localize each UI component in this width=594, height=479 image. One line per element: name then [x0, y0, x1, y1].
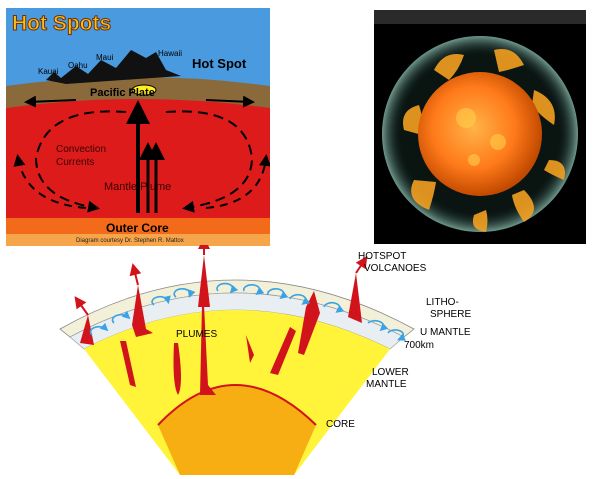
pacific-plate-label: Pacific Plate	[90, 87, 155, 99]
diagram-credit: Diagram courtesy Dr. Stephen R. Mattox	[76, 238, 184, 244]
mantle-plume-label: Mantle Plume	[104, 181, 171, 193]
island-label-oahu: Oahu	[68, 61, 88, 70]
convection-label-line2: Currents	[56, 157, 94, 168]
hot-core-sphere	[418, 72, 542, 196]
island-label-maui: Maui	[96, 53, 114, 62]
convection-label-line1: Convection	[56, 144, 106, 155]
hotspot-label-line1: HOTSPOT	[358, 251, 406, 262]
diagram-title: Hot Spots	[12, 12, 111, 35]
cross-section-illustration: HOTSPOT VOLCANOES LITHO- SPHERE U MANTLE…	[58, 245, 594, 479]
upper-mantle-label: U MANTLE	[420, 327, 471, 338]
hot-spots-illustration: Hot Spots Kauai Oahu Maui Hawaii Hot Spo…	[6, 8, 270, 246]
lower-mantle-label-line1: LOWER	[372, 367, 409, 378]
earth-cross-section-diagram: HOTSPOT VOLCANOES LITHO- SPHERE U MANTLE…	[58, 245, 594, 479]
outer-core-label: Outer Core	[106, 221, 169, 235]
plumes-label: PLUMES	[176, 329, 217, 340]
island-label-kauai: Kauai	[38, 67, 59, 76]
lithosphere-label-line2: SPHERE	[430, 309, 471, 320]
hotspot-label-line2: VOLCANOES	[364, 263, 427, 274]
island-label-hawaii: Hawaii	[158, 49, 182, 58]
core-label: CORE	[326, 419, 355, 430]
lower-mantle-label-line2: MANTLE	[366, 379, 407, 390]
sphere-illustration	[374, 10, 586, 244]
lithosphere-label-line1: LITHO-	[426, 297, 459, 308]
hot-spot-label: Hot Spot	[192, 56, 247, 71]
hot-spots-diagram: Hot Spots Kauai Oahu Maui Hawaii Hot Spo…	[6, 8, 270, 246]
depth-label: 700km	[404, 340, 434, 351]
mantle-convection-sphere-image	[374, 10, 586, 244]
